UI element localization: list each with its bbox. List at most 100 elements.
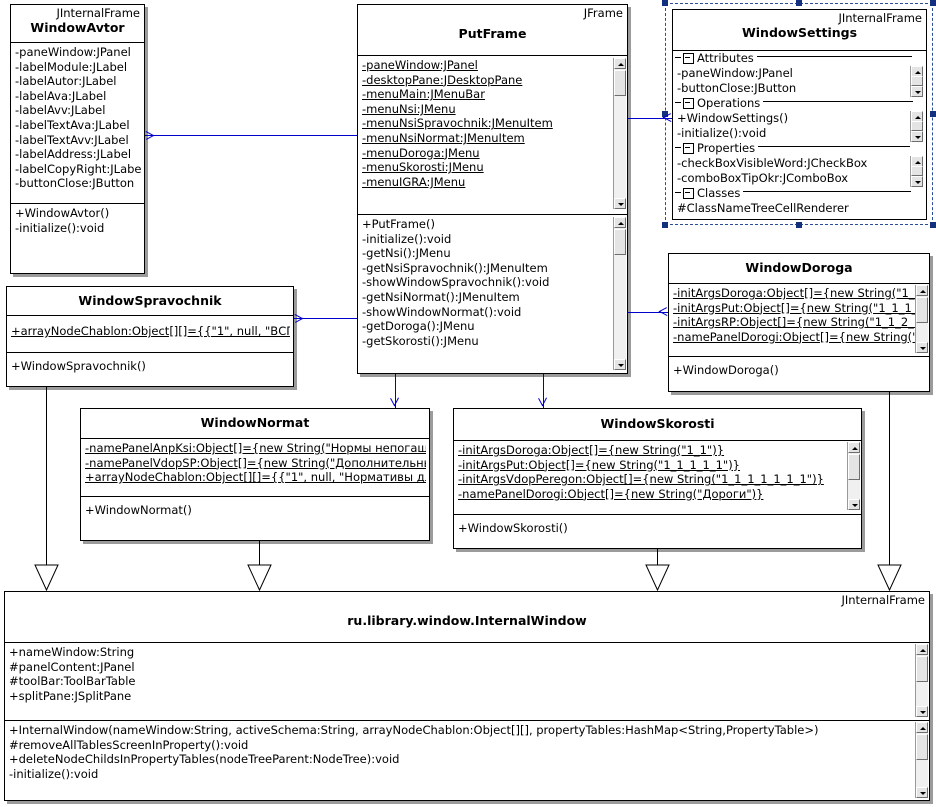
scroll-down-icon[interactable] (916, 342, 928, 353)
operation-row: -initialize():void (677, 125, 767, 140)
class-box-window-skorosti[interactable]: WindowSkorosti -initArgsDoroga:Object[]=… (453, 408, 862, 549)
group-label: Properties (697, 141, 756, 155)
scrollbar-thumb[interactable] (911, 76, 923, 86)
operations-compartment[interactable]: +WindowNormat() (81, 496, 429, 540)
operation-row: -showWindowNormat():void (362, 304, 522, 319)
operations-compartment[interactable]: +PutFrame() -initialize():void -getNsi()… (358, 214, 627, 373)
group-rule (763, 101, 914, 102)
class-box-put-frame[interactable]: JFrame PutFrame -paneWindow:JPanel -desk… (357, 4, 628, 374)
scrollbar-thumb[interactable] (911, 121, 923, 131)
attributes-compartment[interactable]: -paneWindow:JPanel -desktopPane:JDesktop… (358, 56, 627, 214)
selection-handle[interactable] (662, 0, 668, 6)
scroll-down-icon[interactable] (916, 706, 928, 717)
scroll-down-icon[interactable] (911, 176, 923, 187)
attributes-compartment[interactable]: -paneWindow:JPanel -labelModule:JLabel -… (11, 43, 144, 203)
group-rule (756, 56, 912, 57)
attribute-row: -namePanelDorogi:Object[]={new String("Д… (458, 486, 764, 501)
attribute-row: -menuNsiNormat:JMenuItem (362, 130, 525, 145)
attributes-compartment[interactable]: +nameWindow:String #panelContent:JPanel … (5, 643, 929, 720)
generalization-triangle (877, 564, 902, 592)
operation-row: +WindowSpravochnik() (11, 359, 146, 373)
group-dash (675, 56, 681, 58)
scroll-down-icon[interactable] (911, 131, 923, 142)
selection-handle[interactable] (796, 222, 802, 228)
group-header-attributes[interactable]: Attributes (675, 51, 923, 66)
scrollbar-vertical[interactable] (915, 722, 928, 798)
operations-compartment[interactable]: +WindowSpravochnik() (7, 352, 293, 386)
selection-handle[interactable] (662, 222, 668, 228)
scrollbar-vertical[interactable] (915, 644, 928, 717)
generalization-doroga-line (889, 392, 890, 565)
collapse-icon[interactable] (683, 187, 694, 199)
selection-handle[interactable] (662, 111, 668, 117)
stereotype-label: JInternalFrame (56, 6, 140, 20)
scrollbar-vertical[interactable] (847, 442, 860, 510)
class-box-internal-window[interactable]: JInternalFrame ru.library.window.Interna… (4, 591, 930, 801)
attribute-row: -paneWindow:JPanel (677, 66, 793, 80)
operations-compartment[interactable]: +WindowSkorosti() (454, 514, 861, 548)
selection-handle[interactable] (930, 0, 936, 6)
scroll-up-icon[interactable] (614, 217, 626, 228)
grouped-members-compartment[interactable]: Attributes -paneWindow:JPanel -buttonClo… (673, 51, 926, 219)
operations-compartment[interactable]: +WindowAvtor() -initialize():void (11, 203, 144, 273)
collapse-icon[interactable] (683, 52, 694, 64)
selection-handle[interactable] (930, 111, 936, 117)
attributes-compartment[interactable]: -initArgsDoroga:Object[]={new String("1_… (454, 441, 861, 514)
attribute-row: -labelTextAva:JLabel (15, 117, 130, 132)
scroll-up-icon[interactable] (916, 722, 928, 733)
scrollbar-thumb[interactable] (614, 229, 626, 255)
scroll-up-icon[interactable] (848, 442, 860, 453)
scrollbar-thumb[interactable] (916, 656, 928, 682)
class-header-window-settings: JInternalFrame WindowSettings (673, 10, 926, 51)
scrollbar-vertical[interactable] (910, 111, 923, 142)
scrollbar-vertical[interactable] (613, 217, 626, 370)
class-box-window-settings[interactable]: JInternalFrame WindowSettings Attributes… (672, 9, 927, 220)
group-body-classes: #ClassNameTreeCellRenderer (675, 201, 923, 217)
attributes-compartment[interactable]: -initArgsDoroga:Object[]={new String("1_… (669, 284, 929, 356)
class-box-window-spravochnik[interactable]: WindowSpravochnik +arrayNodeChablon:Obje… (6, 286, 294, 387)
scroll-up-icon[interactable] (614, 58, 626, 69)
scroll-up-icon[interactable] (916, 285, 928, 296)
attribute-row: -labelCopyRight:JLabel (15, 161, 141, 176)
group-label: Attributes (697, 51, 754, 65)
scrollbar-vertical[interactable] (910, 66, 923, 97)
scrollbar-thumb[interactable] (614, 70, 626, 96)
scrollbar-thumb[interactable] (916, 734, 928, 760)
class-box-window-avtor[interactable]: JInternalFrame WindowAvtor -paneWindow:J… (10, 4, 145, 274)
attributes-compartment[interactable]: -namePanelAnpKsi:Object[]={new String("Н… (81, 439, 429, 496)
scrollbar-vertical[interactable] (613, 58, 626, 209)
attribute-row: -namePanelAnpKsi:Object[]={new String("Н… (85, 441, 426, 455)
attributes-compartment[interactable]: +arrayNodeChablon:Object[][]={{"1", null… (7, 316, 293, 352)
scroll-up-icon[interactable] (916, 644, 928, 655)
scroll-down-icon[interactable] (911, 86, 923, 97)
selection-handle[interactable] (930, 222, 936, 228)
group-header-classes[interactable]: Classes (675, 186, 923, 201)
group-header-properties[interactable]: Properties (675, 141, 923, 156)
selection-handle[interactable] (796, 0, 802, 6)
attribute-row: -namePanelVdopSP:Object[]={new String("Д… (85, 455, 426, 470)
operation-row: -showWindowSpravochnik():void (362, 275, 550, 290)
operation-row: -getNsiSpravochnik():JMenuItem (362, 260, 548, 275)
scrollbar-thumb[interactable] (916, 297, 928, 323)
scroll-down-icon[interactable] (614, 359, 626, 370)
scroll-down-icon[interactable] (916, 787, 928, 798)
generalization-skorosti-line (657, 549, 658, 565)
scrollbar-thumb[interactable] (911, 166, 923, 176)
class-box-window-doroga[interactable]: WindowDoroga -initArgsDoroga:Object[]={n… (668, 253, 930, 392)
stereotype-label: JFrame (583, 6, 623, 20)
group-header-operations[interactable]: Operations (675, 96, 923, 111)
scroll-down-icon[interactable] (848, 499, 860, 510)
operations-compartment[interactable]: +InternalWindow(nameWindow:String, activ… (5, 720, 929, 800)
attribute-row: -buttonClose:JButton (15, 176, 135, 191)
scrollbar-vertical[interactable] (910, 156, 923, 187)
scrollbar-thumb[interactable] (848, 454, 860, 480)
class-box-window-normat[interactable]: WindowNormat -namePanelAnpKsi:Object[]={… (80, 408, 430, 541)
collapse-icon[interactable] (683, 97, 694, 109)
scroll-down-icon[interactable] (614, 198, 626, 209)
scrollbar-vertical[interactable] (915, 285, 928, 353)
dependency-putframe-windowskorosti (543, 374, 544, 408)
operations-compartment[interactable]: +WindowDoroga() (669, 356, 929, 389)
operation-row: +WindowSettings() (677, 111, 789, 125)
collapse-icon[interactable] (683, 142, 694, 154)
operation-row: +WindowDoroga() (673, 363, 779, 377)
